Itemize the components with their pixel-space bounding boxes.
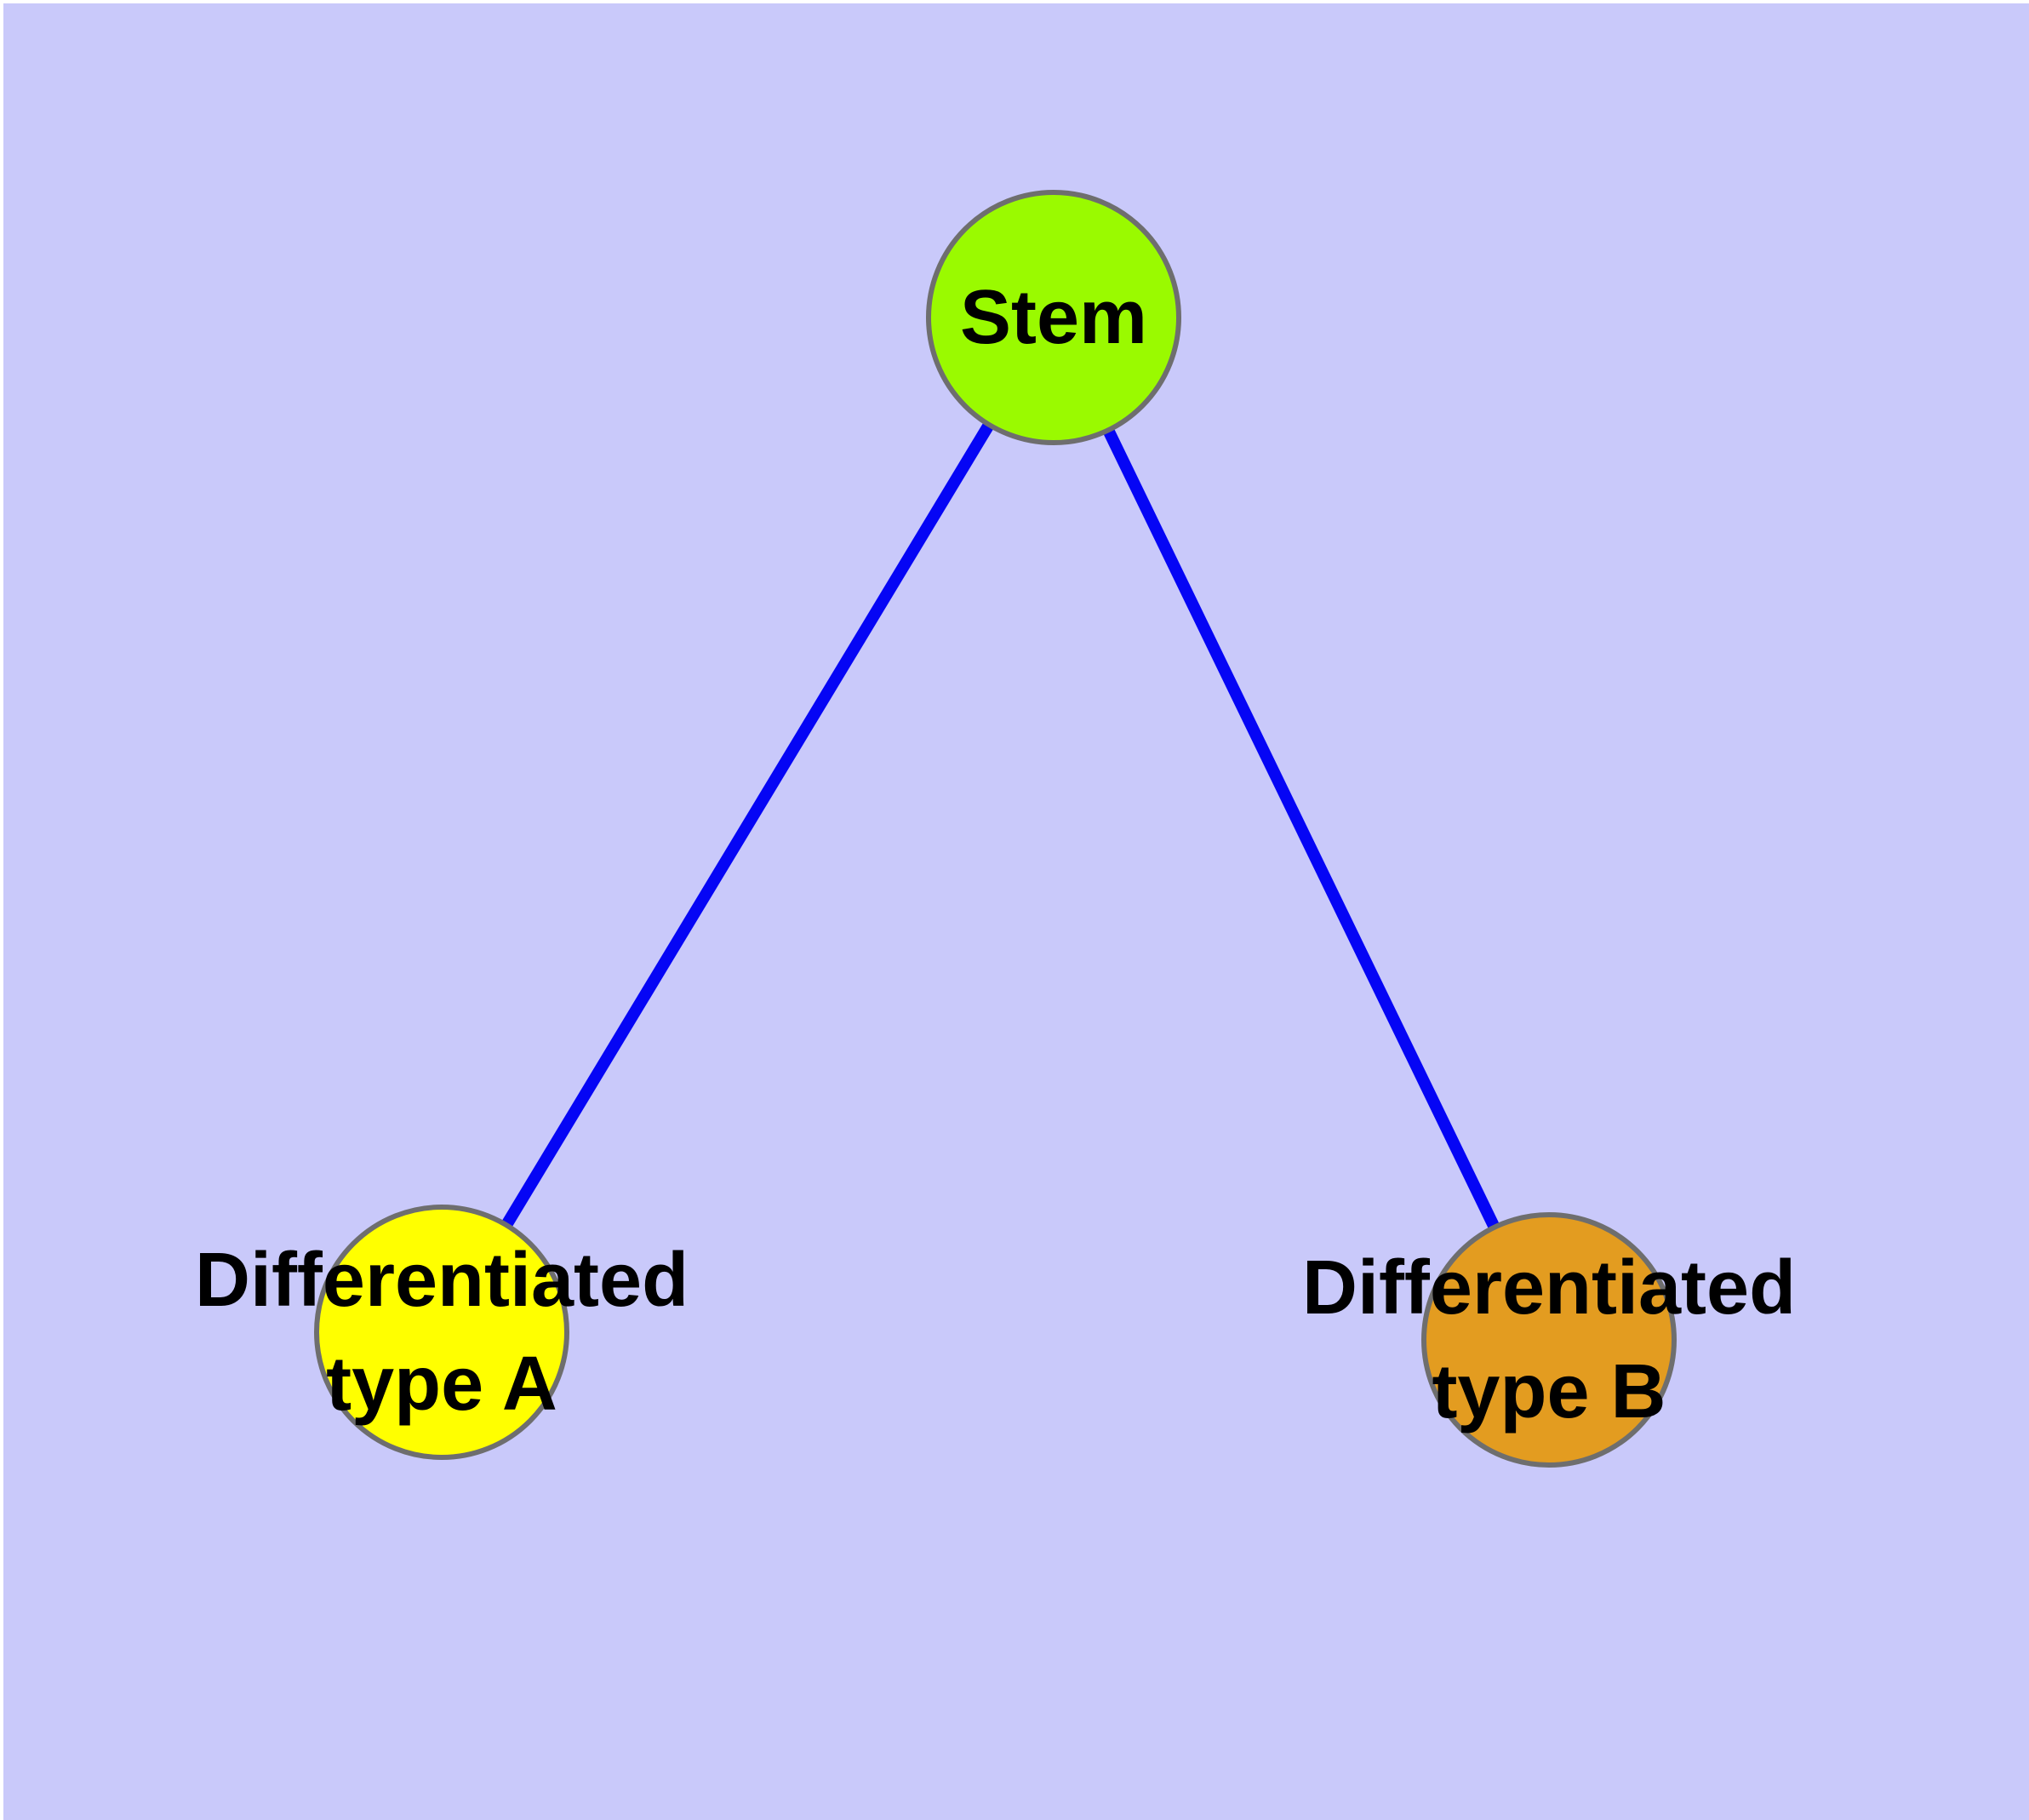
node-differentiated-type-b-label: Differentiated type B — [1301, 1245, 1797, 1434]
edge-stem-to-type-b — [1048, 314, 1555, 1343]
node-differentiated-type-a-circle — [314, 1205, 569, 1460]
node-differentiated-type-b-circle — [1421, 1212, 1677, 1468]
node-differentiated-type-a-label: Differentiated type A — [194, 1238, 689, 1427]
edge-stem-to-type-a — [437, 314, 1059, 1336]
node-stem-circle — [926, 190, 1181, 445]
node-stem-label: Stem — [959, 275, 1148, 360]
